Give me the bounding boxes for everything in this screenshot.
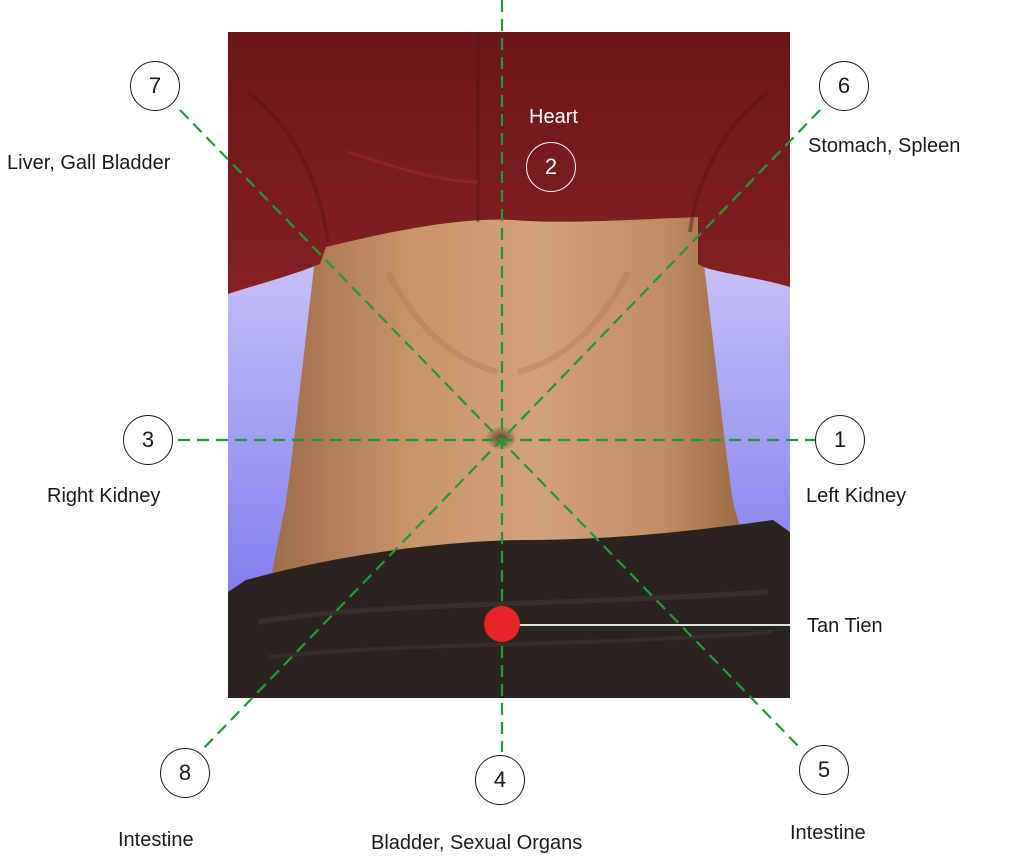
point-3-label: Right Kidney xyxy=(47,486,160,506)
point-8-circle: 8 xyxy=(160,748,210,798)
point-5-label: Intestine xyxy=(790,823,866,843)
point-7-circle: 7 xyxy=(130,61,180,111)
point-6-label: Stomach, Spleen xyxy=(808,136,960,156)
point-8-label: Intestine xyxy=(118,830,194,850)
point-7-label: Liver, Gall Bladder xyxy=(7,153,170,173)
point-4-label: Bladder, Sexual Organs xyxy=(371,833,582,853)
point-6-circle: 6 xyxy=(819,61,869,111)
point-1-label: Left Kidney xyxy=(806,486,906,506)
point-5-circle: 5 xyxy=(799,745,849,795)
point-2-circle: 2 xyxy=(526,142,576,192)
point-4-circle: 4 xyxy=(475,755,525,805)
tan-tien-marker xyxy=(484,606,520,642)
tan-tien-label: Tan Tien xyxy=(807,616,883,636)
point-1-circle: 1 xyxy=(815,415,865,465)
point-2-label: Heart xyxy=(529,107,578,127)
line-diagonal-7-5 xyxy=(180,110,800,748)
line-diagonal-6-8 xyxy=(202,110,820,750)
point-3-circle: 3 xyxy=(123,415,173,465)
